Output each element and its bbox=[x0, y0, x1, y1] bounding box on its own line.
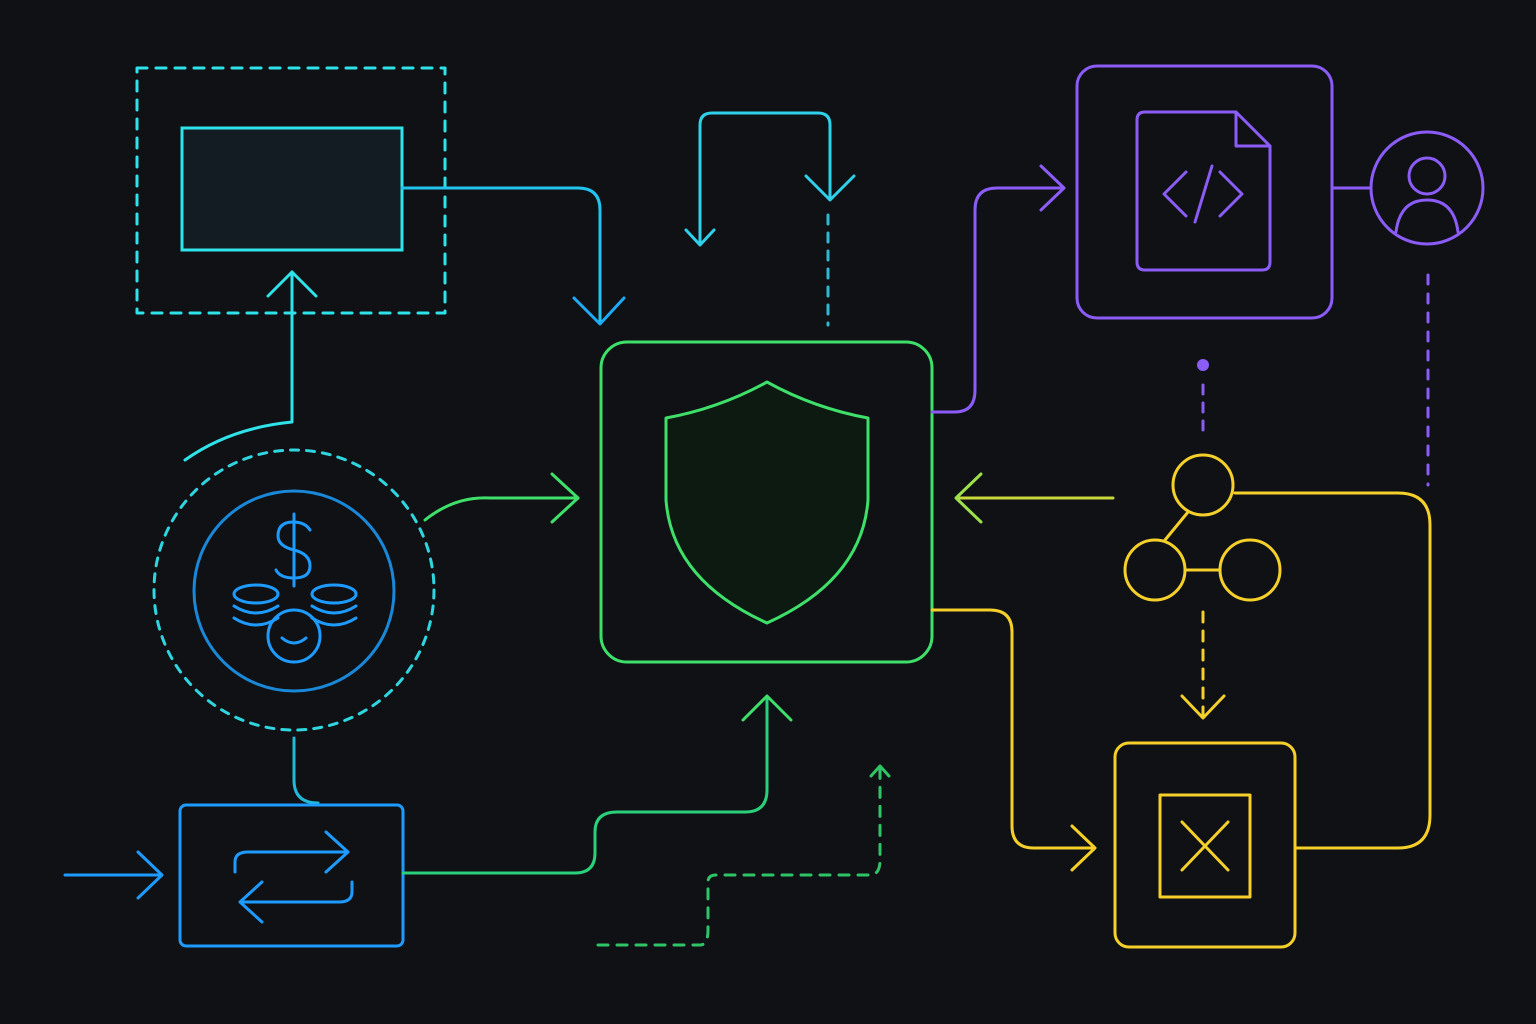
exchange-box bbox=[178, 803, 405, 948]
exchange-node bbox=[178, 803, 405, 948]
security-hub-node bbox=[599, 340, 934, 664]
user-icon bbox=[1369, 130, 1485, 246]
arrowhead bbox=[741, 694, 793, 722]
connector-finance-to-exchange bbox=[292, 736, 320, 805]
arrowhead bbox=[1039, 164, 1066, 212]
hub-box bbox=[599, 340, 934, 664]
shield-icon bbox=[664, 380, 870, 625]
arrowhead bbox=[869, 764, 891, 778]
connector-finance-to-hub bbox=[423, 496, 580, 522]
code-file-icon bbox=[1135, 110, 1272, 272]
rectangle-icon bbox=[180, 126, 404, 252]
connector-exchange-to-hub bbox=[401, 695, 769, 875]
arrowhead bbox=[684, 174, 856, 247]
loop-connector bbox=[698, 111, 832, 245]
connector-hub-to-reject bbox=[930, 608, 1095, 850]
arrowhead bbox=[266, 270, 318, 298]
network-nodes-icon bbox=[1123, 453, 1282, 602]
connector-hub-to-code bbox=[930, 186, 1065, 414]
swap-arrows-icon bbox=[233, 830, 354, 924]
dashed-ring bbox=[152, 448, 436, 732]
finance-node bbox=[152, 448, 436, 732]
dashed-connector bbox=[596, 768, 882, 947]
code-box bbox=[1075, 64, 1334, 320]
dollar-coins-icon bbox=[232, 512, 358, 664]
arrowhead bbox=[1070, 824, 1097, 872]
arrowhead bbox=[954, 472, 983, 524]
code-file-node bbox=[1075, 64, 1334, 320]
reject-node bbox=[1113, 741, 1297, 949]
x-box-icon bbox=[1158, 793, 1252, 899]
reject-box bbox=[1113, 741, 1297, 949]
arrowhead bbox=[572, 296, 626, 326]
connector-network-to-reject bbox=[1233, 491, 1432, 850]
storage-node bbox=[135, 66, 447, 315]
arrowhead bbox=[1180, 694, 1226, 720]
arrowhead bbox=[550, 472, 580, 524]
finance-circle bbox=[192, 489, 396, 693]
dot bbox=[1197, 359, 1209, 371]
input-arrow bbox=[63, 850, 164, 900]
connector-finance-to-storage bbox=[183, 270, 294, 462]
connector-storage-to-hub bbox=[400, 186, 602, 324]
